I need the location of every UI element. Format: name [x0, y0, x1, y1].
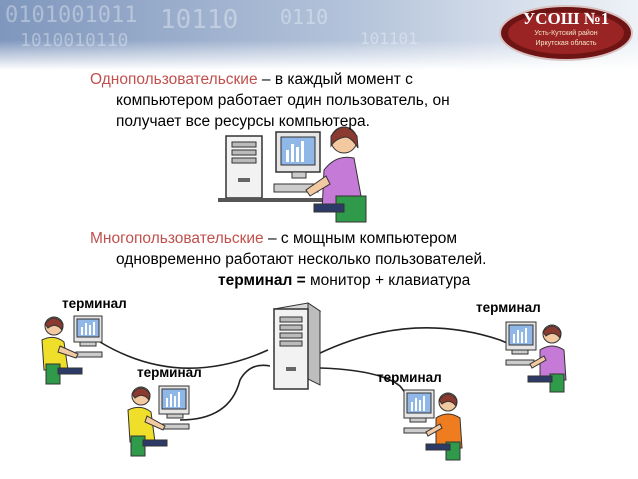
user-at-computer-icon	[218, 126, 367, 223]
terminal-top-left	[40, 312, 106, 386]
user-at-terminal-icon	[505, 321, 567, 393]
cable-top-right	[317, 327, 521, 355]
multi-user-term: Многопользовательские	[90, 230, 264, 247]
multi-user-paragraph: Многопользовательские – с мощным компьют…	[90, 228, 570, 291]
server-tower-icon	[272, 302, 322, 390]
svg-text:0110: 0110	[280, 5, 328, 29]
terminal-label-top-right: терминал	[476, 300, 541, 315]
cable-mid-left	[179, 364, 271, 421]
svg-text:10110: 10110	[160, 5, 238, 35]
terminal-mid-right	[400, 386, 466, 462]
single-user-line3: получает все ресурсы компьютера.	[116, 113, 370, 130]
cable-top-left	[99, 341, 269, 369]
logo-line2: Иркутская область	[535, 40, 597, 47]
terminal-definition: терминал = монитор + клавиатура	[218, 272, 471, 289]
multi-user-line2: одновременно работают несколько пользова…	[116, 251, 487, 268]
single-user-paragraph: Однопользовательские – в каждый момент с…	[90, 69, 530, 132]
user-at-terminal-icon	[127, 385, 190, 457]
central-server	[268, 301, 324, 391]
terminal-label-mid-right: терминал	[377, 370, 442, 385]
terminal-label-mid-left: терминал	[137, 365, 202, 380]
logo-line1: Усть-Кутский район	[534, 30, 598, 37]
logo-emblem	[499, 5, 633, 61]
single-user-illustration	[218, 118, 368, 226]
svg-text:0101001011: 0101001011	[5, 3, 137, 28]
logo-title: УСОШ №1	[522, 9, 610, 28]
single-user-line2: компьютером работает один пользователь, …	[116, 92, 450, 109]
school-logo: УСОШ №1 Усть-Кутский район Иркутская обл…	[498, 4, 634, 62]
terminal-mid-left	[125, 382, 195, 458]
user-at-terminal-icon	[403, 389, 463, 461]
multi-user-line1: Многопользовательские – с мощным компьют…	[90, 230, 458, 247]
single-user-term: Однопользовательские	[90, 71, 258, 88]
terminal-label-top-left: терминал	[62, 296, 127, 311]
terminal-top-right	[500, 318, 570, 394]
single-user-line1: Однопользовательские – в каждый момент с	[90, 71, 413, 88]
user-at-terminal-icon	[41, 315, 103, 385]
